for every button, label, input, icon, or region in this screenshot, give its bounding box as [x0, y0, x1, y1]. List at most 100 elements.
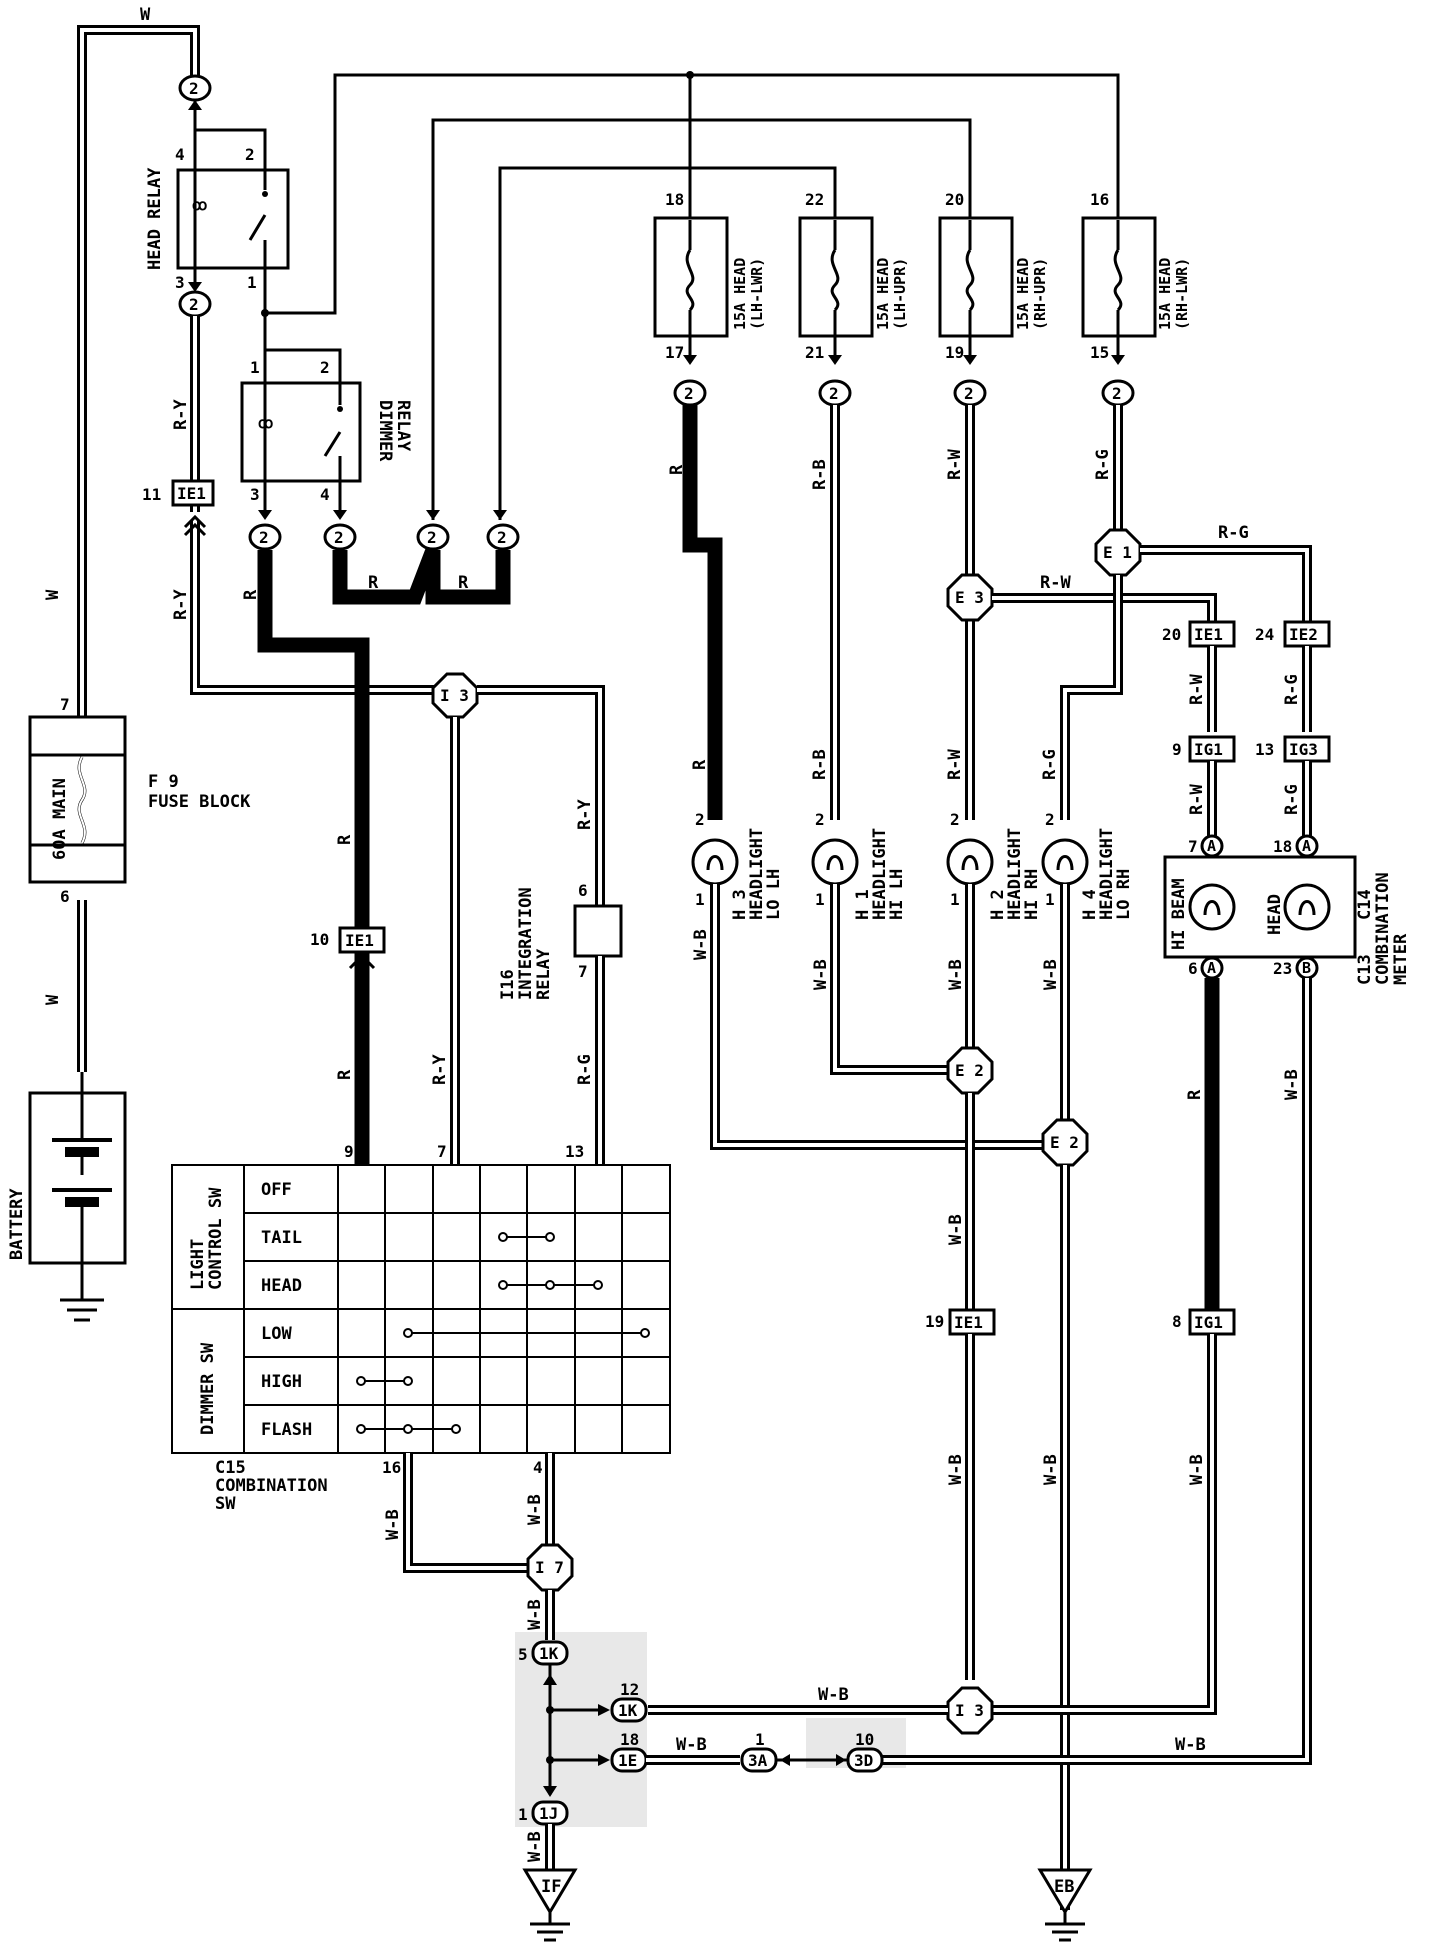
pin-a-meter-7: A	[1200, 834, 1224, 858]
wire-color-ry-upper: R-Y	[171, 399, 191, 430]
headlight-h1-bulb	[811, 838, 859, 886]
switch-group-dimmer: DIMMER SW	[198, 1342, 218, 1435]
wire-color-r-lh-lwr-1: R	[667, 464, 687, 475]
connector-1k-12: 1K	[610, 1697, 648, 1723]
svg-text:ꝏ: ꝏ	[258, 414, 273, 432]
pin-3-head-relay: 3	[175, 273, 185, 292]
connector-1e-18: 1E	[610, 1747, 648, 1773]
battery-feed-wire	[77, 25, 200, 1072]
svg-text:1E: 1E	[618, 1751, 637, 1770]
wire-color-r-jumper-2: R	[458, 573, 469, 593]
pin-7-integration: 7	[578, 962, 588, 981]
connector-2-head-relay-top: 2	[178, 74, 212, 102]
pin-1-h2: 1	[950, 890, 960, 909]
pin-6-fuse: 6	[60, 887, 70, 906]
fuse-block-id: F 9	[148, 772, 179, 792]
svg-text:1K: 1K	[618, 1701, 638, 1720]
wire-color-r-1: R	[241, 589, 261, 600]
wire-color-rw-3: R-W	[1040, 573, 1071, 593]
svg-text:A: A	[1302, 837, 1311, 855]
connector-ig1-8: IG1	[1188, 1308, 1236, 1336]
connector-ig3-13: IG3	[1283, 735, 1331, 763]
svg-text:2: 2	[427, 528, 437, 547]
pin-2-head-relay: 2	[245, 145, 255, 164]
fuse-rh-upr-label-2: (RH-UPR)	[1031, 258, 1049, 330]
wire-color-wb-h4: W-B	[1041, 959, 1061, 990]
connector-1j: 1J	[531, 1800, 569, 1826]
svg-text:A: A	[1207, 959, 1216, 977]
switch-label-combination: COMBINATION	[215, 1476, 328, 1496]
headlight-h2-label-1: HEADLIGHT	[1005, 828, 1025, 920]
pin-16-switch: 16	[382, 1458, 401, 1477]
pin-1-1j: 1	[518, 1805, 528, 1824]
meter-label-c13: C13	[1355, 954, 1375, 985]
pin-1-h3: 1	[695, 890, 705, 909]
fuse-lh-lwr-label-2: (LH-LWR)	[748, 258, 766, 330]
wire-color-wb-sw-4: W-B	[525, 1494, 545, 1525]
svg-text:A: A	[1207, 837, 1216, 855]
wire-color-w-lower: W	[43, 994, 63, 1005]
wire-color-wb-meter-ig1: W-B	[1187, 1454, 1207, 1485]
wire-color-ry-integration: R-Y	[575, 799, 595, 830]
wire-color-wb-eb: W-B	[1041, 1454, 1061, 1485]
fuse-lh-upr-top-pin: 22	[805, 190, 824, 209]
switch-row-off: OFF	[261, 1180, 292, 1200]
pin-b-meter-23: B	[1295, 956, 1319, 980]
head-relay: ꝏ	[176, 130, 290, 290]
wire-color-rw-meter-2: R-W	[1187, 784, 1207, 815]
wire-color-rg-meter-2: R-G	[1282, 784, 1302, 815]
switch-label-c15: C15	[215, 1458, 246, 1478]
connector-2-fuse-lh-upr: 2	[818, 379, 852, 407]
svg-text:IE1: IE1	[345, 931, 374, 950]
wire-color-wb-i3: W-B	[818, 1685, 849, 1705]
splice-i3-bottom: I 3	[946, 1686, 994, 1735]
pin-3-dimmer: 3	[250, 485, 260, 504]
fuse-lh-lwr-bottom-pin: 17	[665, 343, 684, 362]
wire-color-wb-1e: W-B	[676, 1735, 707, 1755]
meter-label-combination: COMBINATION	[1373, 872, 1393, 985]
dimmer-relay-label-2: RELAY	[393, 400, 413, 452]
wire-color-r-jumper-1: R	[368, 573, 379, 593]
fuse-main-label: 60A MAIN	[50, 778, 70, 860]
ground-eb-label: EB	[1054, 1877, 1074, 1897]
junction-block-shade	[515, 1632, 647, 1827]
pin-a-meter-6: A	[1200, 956, 1224, 980]
wire-color-rg-1: R-G	[1093, 449, 1113, 480]
svg-text:E 2: E 2	[1050, 1133, 1079, 1152]
fuse-block-label: FUSE BLOCK	[148, 792, 251, 812]
integration-relay	[573, 904, 623, 958]
switch-continuity-marks	[356, 1232, 650, 1434]
head-relay-label: HEAD RELAY	[145, 167, 165, 270]
connector-ig1-9: IG1	[1188, 735, 1236, 763]
connector-2-head-relay-bottom: 2	[178, 290, 212, 318]
svg-text:1J: 1J	[539, 1804, 558, 1823]
connector-2-fuse-lh-lwr: 2	[673, 379, 707, 407]
integration-relay-label-2: INTEGRATION	[516, 887, 536, 1000]
connector-ie2-24: IE2	[1283, 620, 1331, 648]
headlight-h3-label-2: LO LH	[764, 869, 784, 920]
wire-color-wb-i7: W-B	[525, 1599, 545, 1630]
pin-10: 10	[310, 930, 329, 949]
headlight-h4-label-1: HEADLIGHT	[1097, 828, 1117, 920]
wire-color-wb-sw-16: W-B	[383, 1509, 403, 1540]
wire-color-rw-1: R-W	[945, 449, 965, 480]
pin-4-switch: 4	[533, 1458, 543, 1477]
splice-i7: I 7	[526, 1543, 574, 1592]
switch-group-light-1: LIGHT	[188, 1239, 208, 1290]
svg-text:2: 2	[829, 384, 839, 403]
battery	[28, 1072, 127, 1322]
headlight-h2-label-2: HI RH	[1022, 869, 1042, 920]
connector-ie1-19: IE1	[948, 1308, 996, 1336]
dimmer-relay: ꝏ	[240, 350, 362, 515]
connector-ie1-20: IE1	[1188, 620, 1236, 648]
svg-text:2: 2	[189, 79, 199, 98]
svg-text:B: B	[1302, 959, 1311, 977]
svg-text:3A: 3A	[748, 1751, 768, 1770]
fuse-rh-upr-top-pin: 20	[945, 190, 964, 209]
pin-a-meter-18: A	[1295, 834, 1319, 858]
fuse-rh-upr	[938, 216, 1014, 338]
headlight-h3-id: H 3	[730, 889, 750, 920]
svg-text:I 7: I 7	[535, 1558, 564, 1577]
svg-text:IE2: IE2	[1289, 625, 1318, 644]
combination-switch-table	[171, 1164, 671, 1454]
